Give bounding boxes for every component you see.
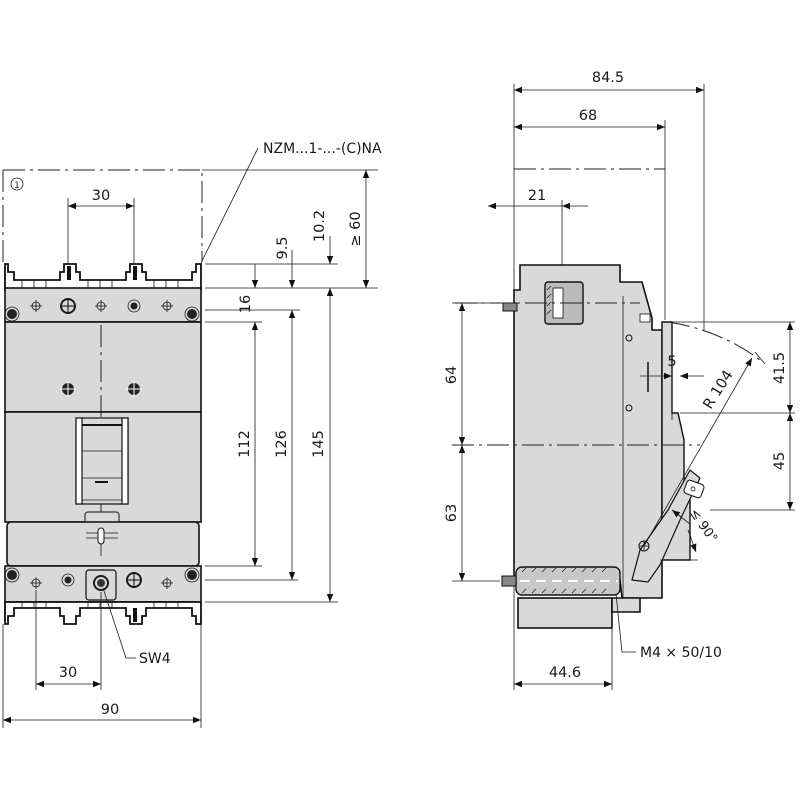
dim-10-2-label: 10.2 <box>312 210 328 242</box>
bottom-connector <box>501 566 621 596</box>
top-connector <box>455 281 640 325</box>
dim-depth-68: 68 <box>514 108 666 320</box>
bottom-screws <box>4 567 200 601</box>
side-handle <box>631 469 705 583</box>
dim-44-6-label: 44.6 <box>549 665 581 681</box>
dim-126: 126 <box>274 310 296 580</box>
dim-angle-label: ≤ 90° <box>686 506 720 546</box>
side-view: 84.5 68 21 <box>444 70 795 690</box>
dim-21-label: 21 <box>528 188 546 204</box>
dim-width-label: 90 <box>101 702 119 718</box>
dim-45-label: 45 <box>772 452 788 470</box>
model-label: NZM...1-...-(C)NA <box>200 141 382 264</box>
dim-21: 21 <box>488 188 588 300</box>
dim-depth-68-label: 68 <box>579 108 597 124</box>
dim-112-label: 112 <box>237 430 253 458</box>
front-view: 1 <box>2 141 382 728</box>
top-screws <box>4 298 200 322</box>
bottom-terminals <box>4 601 202 625</box>
dim-10-2: 10.2 <box>312 210 334 264</box>
screw-label: M4 × 50/10 <box>615 593 722 661</box>
dim-width: 90 <box>2 624 202 728</box>
dim-bottom-pitch-label: 30 <box>59 665 77 681</box>
dim-63-label: 63 <box>444 504 460 522</box>
clearance-zone-outline <box>3 169 203 262</box>
side-body-base <box>517 597 613 629</box>
dim-top-pitch-label: 30 <box>92 188 110 204</box>
dim-depth-total-label: 84.5 <box>592 70 624 86</box>
dim-9-5: 9.5 <box>275 236 296 288</box>
top-terminals <box>4 263 202 291</box>
terminal-label: SW4 <box>102 587 171 667</box>
breaker-upper-body <box>4 321 202 413</box>
dim-clearance-label: ≥ 60 <box>348 211 364 246</box>
top-terminal-block <box>4 287 202 323</box>
cover-latch <box>86 527 118 556</box>
dim-145-label: 145 <box>311 430 327 458</box>
dim-clearance: ≥ 60 <box>348 170 370 288</box>
mounting-holes <box>60 381 142 397</box>
extension-lines <box>202 169 378 603</box>
screw-label-text: M4 × 50/10 <box>640 645 722 661</box>
dim-16-label: 16 <box>238 295 254 313</box>
dim-126-label: 126 <box>274 430 290 458</box>
dim-145: 145 <box>311 288 334 602</box>
dim-64-label: 64 <box>444 366 460 384</box>
dim-5-label: 5 <box>667 354 676 370</box>
dim-112: 112 <box>237 322 259 566</box>
dim-64: 64 <box>444 303 466 445</box>
note-marker: 1 <box>10 177 24 191</box>
dim-radius-label: R 104 <box>701 368 737 412</box>
dim-5: 5 <box>640 354 704 420</box>
dim-45: 45 <box>772 413 794 510</box>
dim-16: 16 <box>238 264 259 313</box>
note-marker-text: 1 <box>14 181 20 191</box>
toggle-handle <box>75 417 129 505</box>
dim-41-5-label: 41.5 <box>772 352 788 384</box>
dim-63: 63 <box>444 445 466 581</box>
terminal-label-text: SW4 <box>139 651 171 667</box>
dim-41-5: 41.5 <box>772 322 794 413</box>
dim-9-5-label: 9.5 <box>275 236 291 259</box>
dim-bottom-pitch: 30 <box>35 590 102 690</box>
dim-top-pitch: 30 <box>67 188 135 264</box>
model-label-text: NZM...1-...-(C)NA <box>263 141 382 157</box>
dim-44-6: 44.6 <box>514 628 613 690</box>
